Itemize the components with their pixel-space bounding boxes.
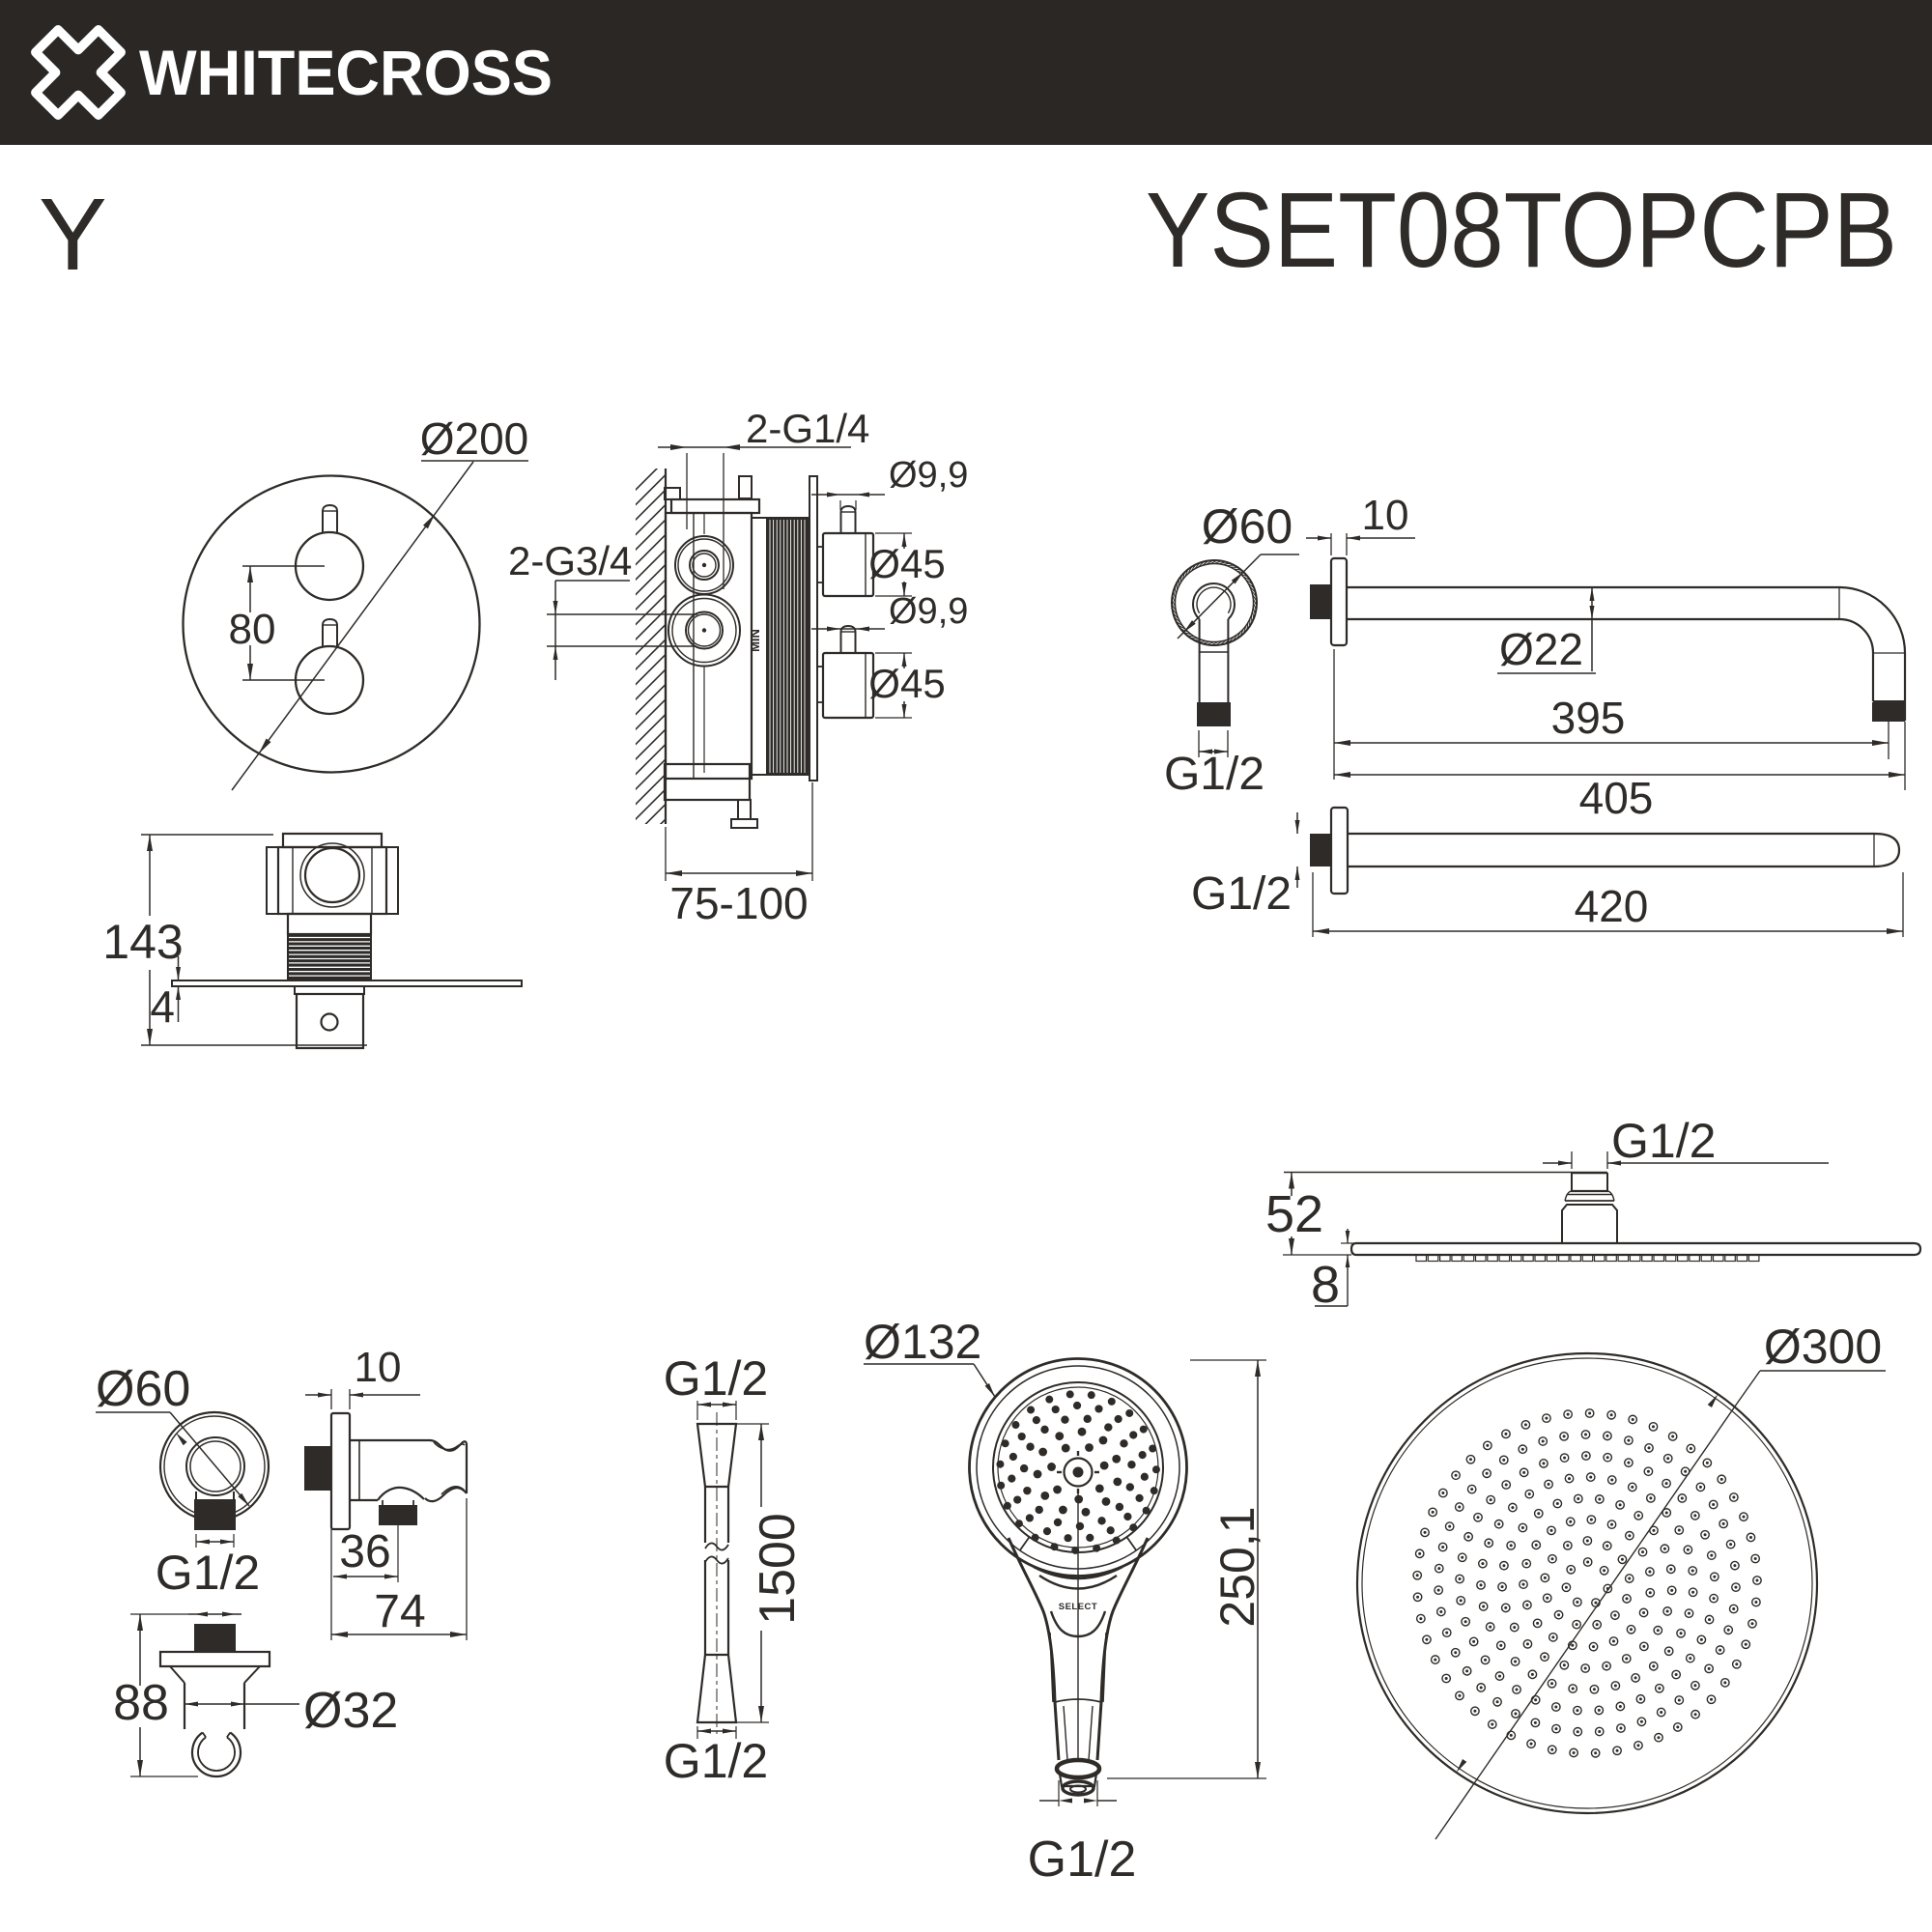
svg-text:10: 10 [355, 1344, 402, 1391]
svg-text:WHITECROSS: WHITECROSS [139, 37, 553, 108]
svg-text:Ø45: Ø45 [868, 541, 945, 586]
svg-text:G1/2: G1/2 [1164, 749, 1264, 800]
svg-text:G1/2: G1/2 [1191, 868, 1292, 920]
svg-text:G1/2: G1/2 [664, 1734, 768, 1788]
svg-text:Ø22: Ø22 [1499, 624, 1583, 674]
svg-text:Ø45: Ø45 [868, 661, 945, 706]
svg-text:Ø200: Ø200 [420, 413, 529, 464]
svg-text:74: 74 [374, 1586, 425, 1637]
svg-text:Ø9,9: Ø9,9 [889, 455, 968, 496]
svg-text:405: 405 [1579, 773, 1654, 823]
svg-text:Ø132: Ø132 [864, 1315, 981, 1369]
svg-text:Ø9,9: Ø9,9 [889, 591, 968, 632]
svg-text:36: 36 [339, 1526, 390, 1577]
svg-text:G1/2: G1/2 [1611, 1114, 1716, 1168]
svg-text:75-100: 75-100 [669, 878, 808, 928]
svg-text:4: 4 [150, 981, 175, 1032]
svg-text:Y: Y [39, 178, 107, 292]
svg-text:395: 395 [1551, 693, 1626, 743]
svg-text:Ø60: Ø60 [1202, 499, 1293, 554]
svg-text:10: 10 [1362, 492, 1409, 539]
svg-text:Ø60: Ø60 [96, 1361, 190, 1417]
svg-text:2-G3/4: 2-G3/4 [508, 538, 632, 583]
svg-text:MIN: MIN [748, 629, 762, 652]
svg-text:250,1: 250,1 [1210, 1506, 1264, 1627]
svg-text:88: 88 [113, 1675, 169, 1731]
svg-text:1500: 1500 [750, 1513, 806, 1625]
svg-text:143: 143 [102, 915, 183, 969]
svg-text:Ø300: Ø300 [1764, 1320, 1882, 1374]
svg-text:YSET08TOPCPB: YSET08TOPCPB [1146, 171, 1897, 290]
svg-text:52: 52 [1265, 1185, 1323, 1243]
svg-text:G1/2: G1/2 [664, 1351, 768, 1406]
svg-text:80: 80 [229, 606, 276, 653]
svg-text:420: 420 [1575, 881, 1649, 931]
svg-text:G1/2: G1/2 [156, 1546, 260, 1600]
svg-text:G1/2: G1/2 [1028, 1832, 1137, 1888]
svg-text:Ø32: Ø32 [303, 1683, 398, 1739]
svg-text:8: 8 [1311, 1256, 1340, 1314]
svg-text:2-G1/4: 2-G1/4 [746, 406, 869, 451]
